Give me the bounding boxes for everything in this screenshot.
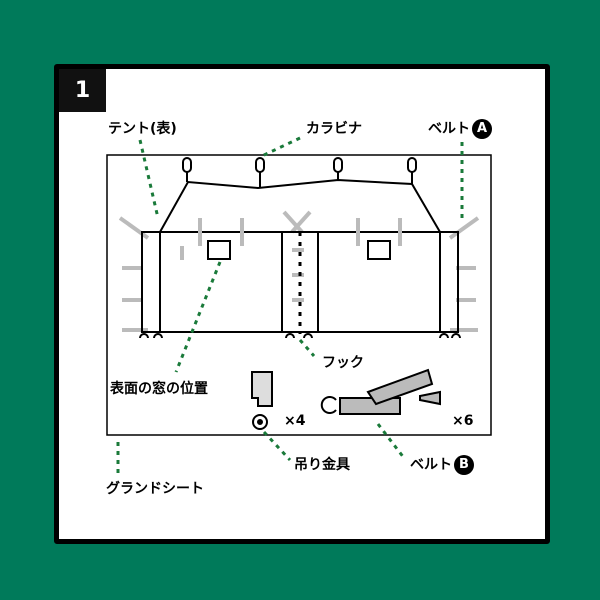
hanging-count-label: ×4 <box>284 413 306 429</box>
belt-b-icon <box>320 368 441 415</box>
hooks <box>139 333 461 339</box>
hanging-fitting-label: 吊り金具 <box>294 457 350 473</box>
side-belts <box>118 210 480 332</box>
belt-count-label: ×6 <box>452 413 474 429</box>
tent-front-label: テント(表) <box>108 121 177 137</box>
belt-b-text: ベルト <box>410 457 452 473</box>
leader-lines <box>116 136 464 478</box>
window-left <box>207 240 231 260</box>
ground-sheet-label: グランドシート <box>106 481 204 497</box>
step-number-badge: 1 <box>59 69 106 112</box>
step-panel: 1 <box>54 64 550 544</box>
window-right <box>367 240 391 260</box>
hanging-fitting-icon <box>251 371 273 430</box>
carabiner-label: カラビナ <box>306 121 362 137</box>
window-position-label: 表面の窓の位置 <box>110 381 208 397</box>
belt-a-mark: A <box>472 119 492 139</box>
carabiners <box>182 157 417 188</box>
belt-a-text: ベルト <box>428 121 470 137</box>
ground-sheet-outline <box>106 154 492 436</box>
hook-label: フック <box>322 355 364 371</box>
belt-b-mark: B <box>454 455 474 475</box>
